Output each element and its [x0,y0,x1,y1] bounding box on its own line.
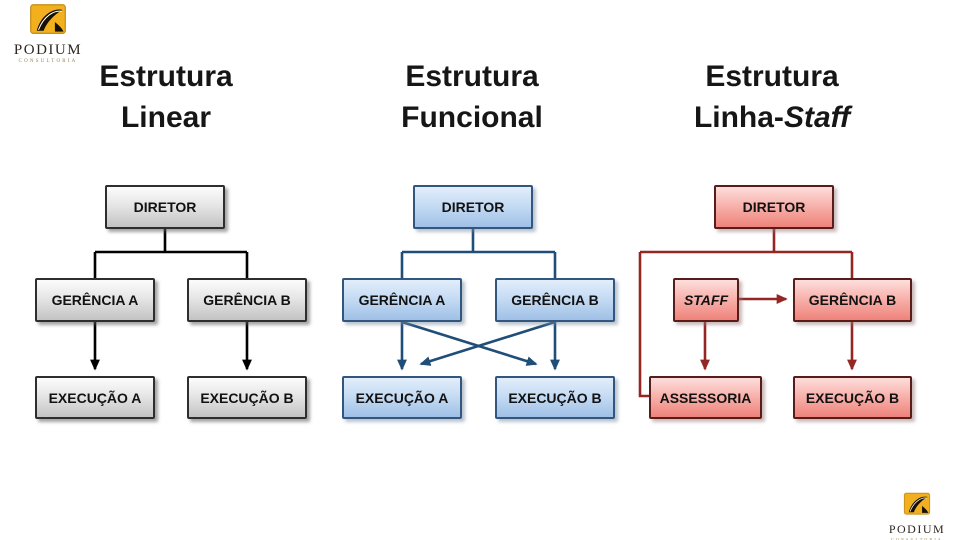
funcional-execucao-b-box: EXECUÇÃO B [495,376,615,419]
linear-diretor-box: DIRETOR [105,185,225,229]
staff-staff-box: STAFF [673,278,739,322]
staff-execucao-b-box: EXECUÇÃO B [793,376,912,419]
funcional-execucao-a-box: EXECUÇÃO A [342,376,462,419]
podium-swoosh-icon [903,492,931,515]
title-line1: Estrutura [705,60,839,93]
staff-assessoria-box: ASSESSORIA [649,376,762,419]
connectors-funcional [397,229,560,371]
title-line2-italic: Staff [783,100,851,134]
title-estrutura-linha-staff: Estrutura Linha-Staff [640,57,904,138]
funcional-gerencia-a-box: GERÊNCIA A [342,278,462,322]
logo-tagline: CONSULTORIA [18,59,78,64]
podium-swoosh-icon [30,4,66,34]
linear-execucao-b-box: EXECUÇÃO B [187,376,307,419]
staff-diretor-box: DIRETOR [714,185,834,229]
title-line1: Estrutura [405,60,539,93]
connectors-linear [90,229,252,371]
title-line2: Linha- [693,100,784,134]
title-line2: Linear [120,100,212,134]
logo-wordmark: PODIUM [888,522,946,536]
title-estrutura-funcional: Estrutura Funcional [340,57,604,138]
funcional-diretor-box: DIRETOR [413,185,533,229]
linear-gerencia-a-box: GERÊNCIA A [35,278,155,322]
title-estrutura-linear: Estrutura Linear [34,57,298,138]
connectors-staff [638,229,857,398]
podium-logo-bottom: PODIUM CONSULTORIA [882,492,952,540]
staff-gerencia-b-box: GERÊNCIA B [793,278,912,322]
title-line1: Estrutura [99,60,233,93]
linear-execucao-a-box: EXECUÇÃO A [35,376,155,419]
podium-logo-top: PODIUM CONSULTORIA [6,3,90,64]
logo-tagline: CONSULTORIA [891,537,943,540]
linear-gerencia-b-box: GERÊNCIA B [187,278,307,322]
title-line2: Funcional [401,100,543,134]
logo-wordmark: PODIUM [13,42,83,58]
funcional-gerencia-b-box: GERÊNCIA B [495,278,615,322]
